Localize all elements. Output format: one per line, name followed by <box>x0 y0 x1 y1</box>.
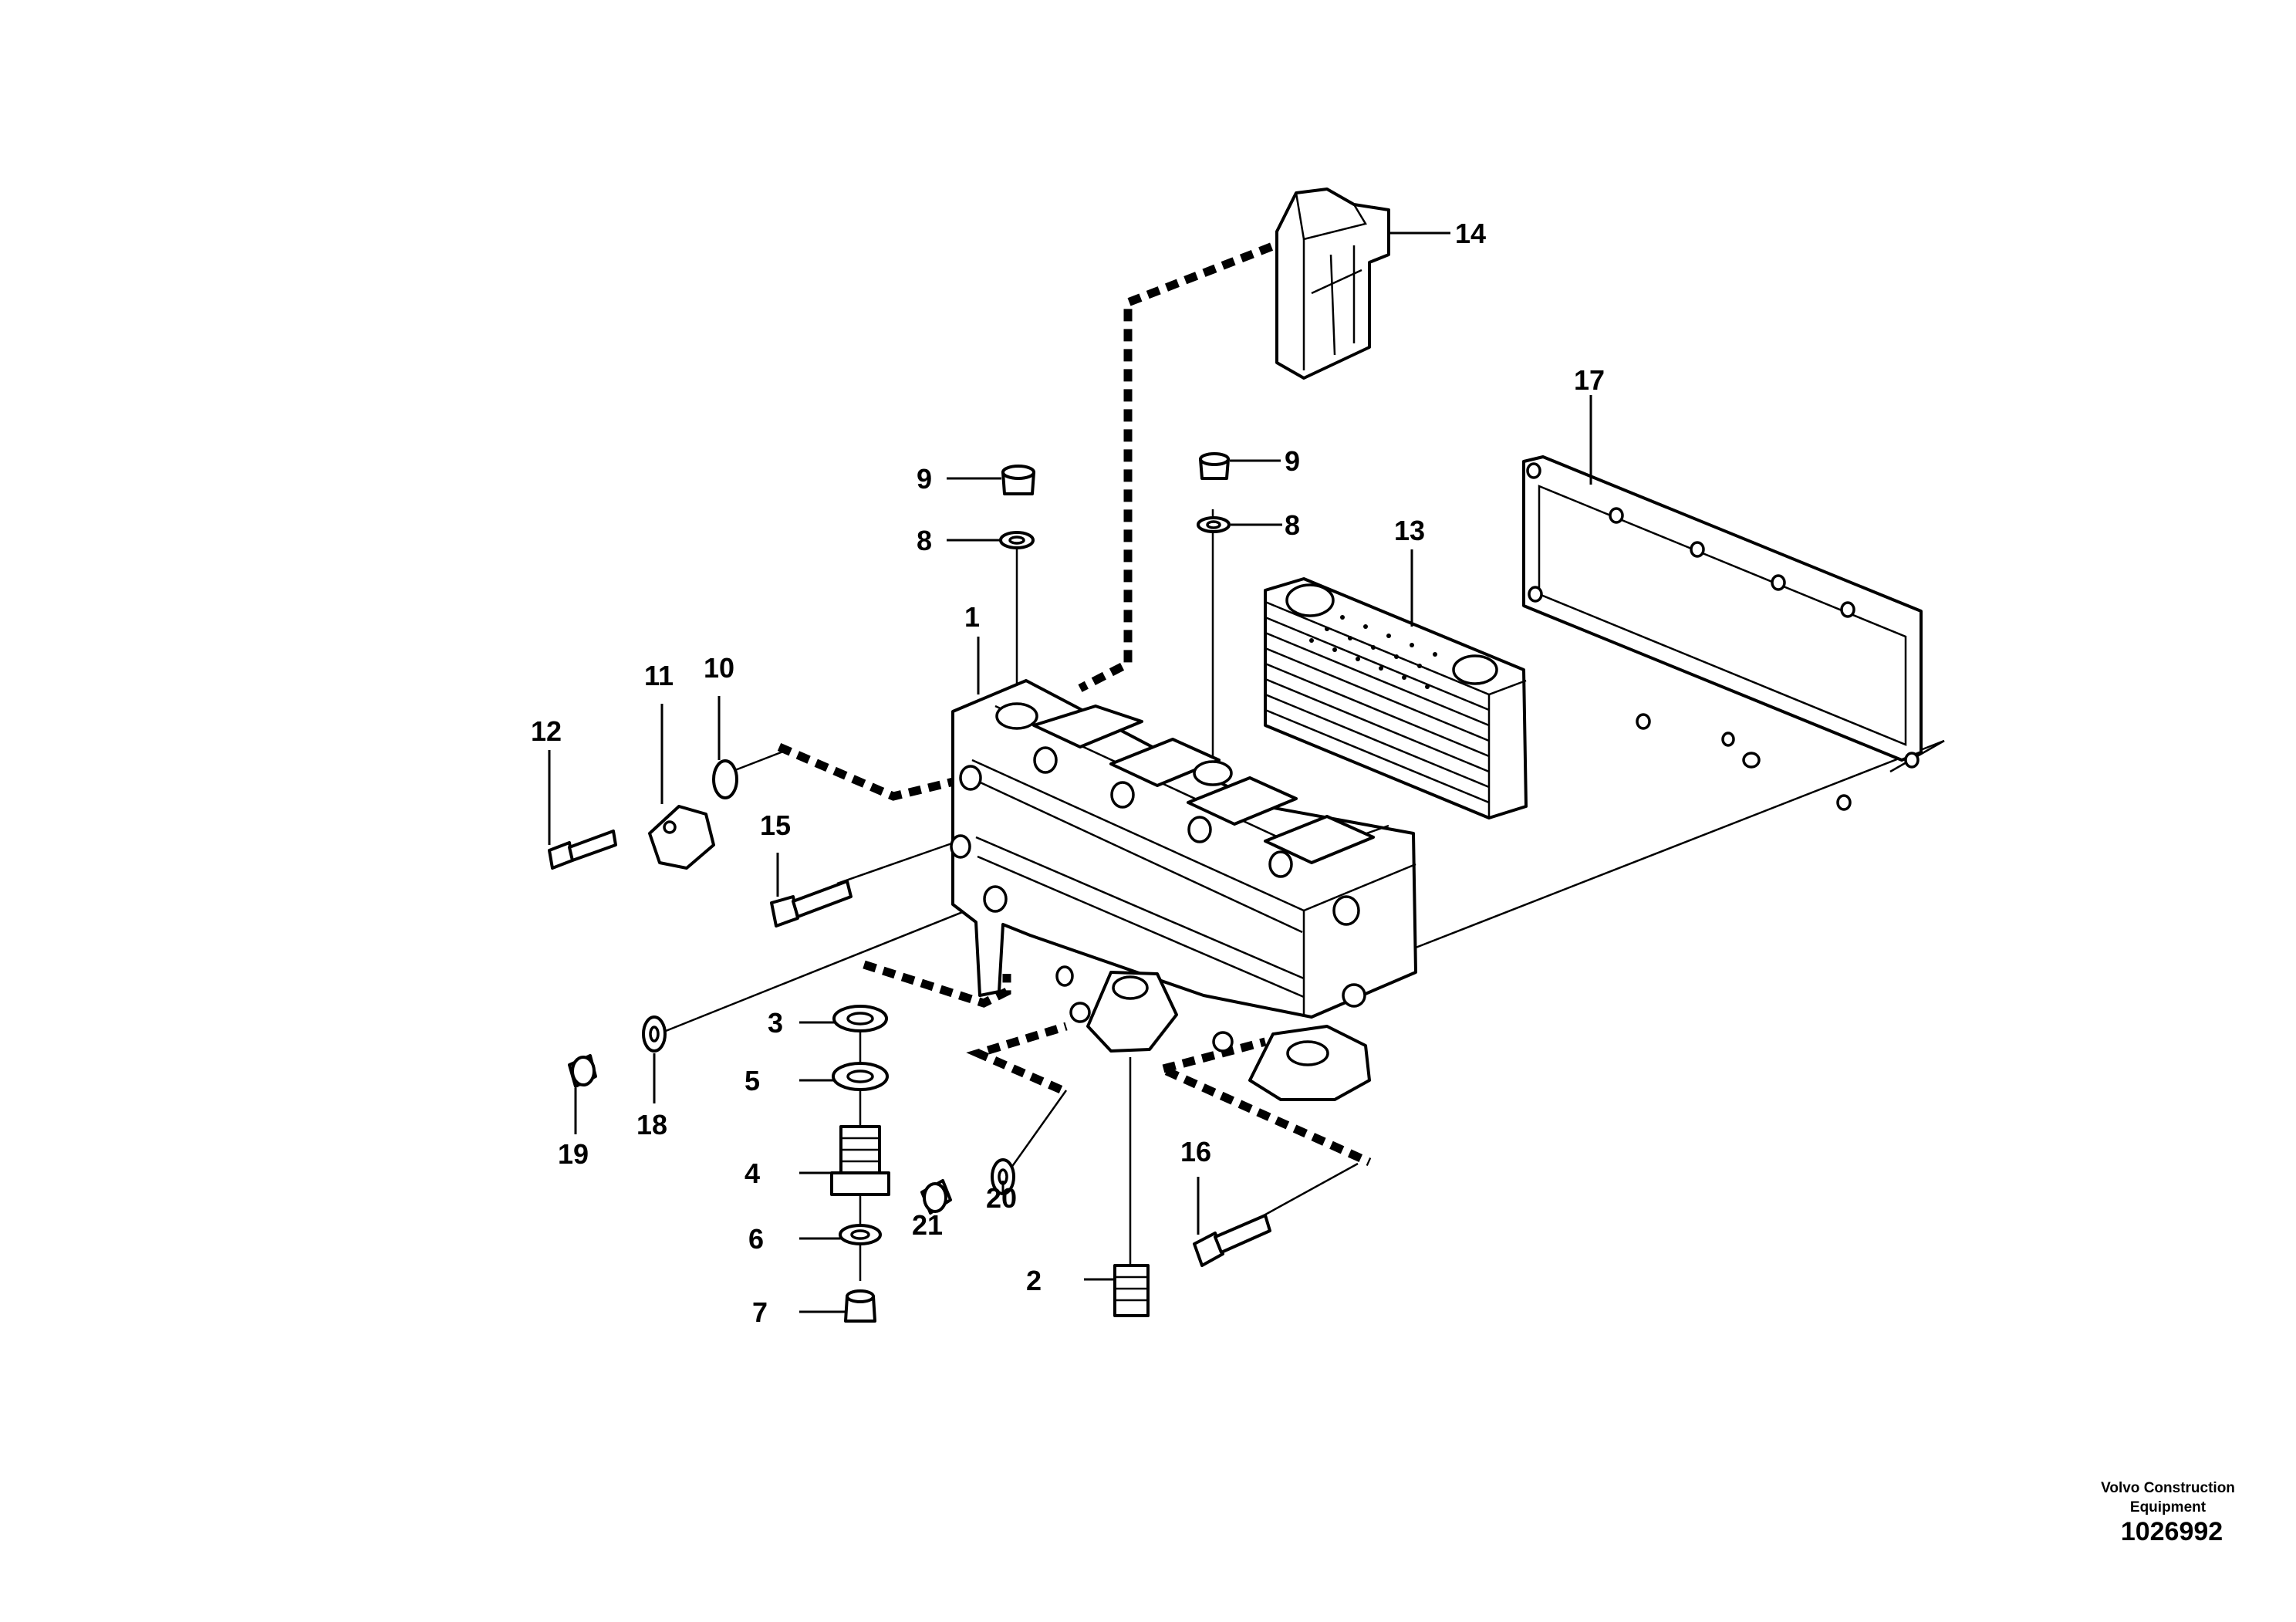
stud-2 <box>1113 1264 1150 1317</box>
washer-8-right <box>1197 516 1231 533</box>
callout-7: 7 <box>752 1296 768 1328</box>
callout-8-left: 8 <box>917 525 932 556</box>
screw-15 <box>770 880 853 928</box>
publisher-credit: Volvo Construction Equipment <box>2052 1478 2284 1517</box>
gasket <box>1522 455 1923 811</box>
oil-cooler-core <box>1264 577 1528 819</box>
callout-6: 6 <box>748 1223 764 1255</box>
o-ring-10 <box>712 759 738 799</box>
publisher-line-2: Equipment <box>2129 1499 2207 1516</box>
valve-4 <box>830 1125 890 1196</box>
plug-21 <box>920 1179 952 1215</box>
washer-3 <box>832 1005 888 1032</box>
callout-12: 12 <box>531 715 562 747</box>
callout-9-right: 9 <box>1285 445 1300 477</box>
callout-10: 10 <box>704 652 734 684</box>
assembly-axis-lines <box>653 509 1945 1281</box>
callout-19: 19 <box>558 1138 589 1170</box>
bracket-clip <box>1275 188 1390 380</box>
callout-4: 4 <box>745 1157 760 1189</box>
callout-9-left: 9 <box>917 463 932 495</box>
screw-16 <box>1193 1214 1271 1267</box>
callout-11: 11 <box>644 660 674 691</box>
screw-12 <box>548 830 617 870</box>
washer-6 <box>839 1224 882 1245</box>
assembly-guide-lines <box>777 213 1372 1167</box>
callout-21: 21 <box>912 1209 943 1241</box>
callout-3: 3 <box>768 1007 783 1039</box>
callout-numbers: 1 2 3 4 5 6 7 8 8 9 9 10 11 12 13 14 15 … <box>531 218 1605 1328</box>
washer-5 <box>832 1062 889 1091</box>
callout-16: 16 <box>1180 1136 1211 1168</box>
oil-cooler-housing <box>950 679 1417 1101</box>
illustration-code: 1026992 <box>2120 1517 2223 1546</box>
callout-1: 1 <box>964 601 980 633</box>
core-perforations <box>1309 615 1437 689</box>
callout-8-right: 8 <box>1285 509 1300 541</box>
callout-2: 2 <box>1026 1265 1042 1296</box>
callout-20: 20 <box>986 1182 1017 1214</box>
plug-9-right <box>1199 452 1230 480</box>
washer-8-left <box>999 531 1035 549</box>
callout-18: 18 <box>636 1109 667 1140</box>
callout-13: 13 <box>1394 515 1425 546</box>
plug-9-left <box>1001 465 1035 495</box>
plug-7 <box>844 1289 876 1323</box>
publisher-line-1: Volvo Construction <box>2101 1480 2235 1496</box>
callout-5: 5 <box>745 1065 760 1097</box>
cover-plate-11 <box>648 805 715 870</box>
washer-18 <box>642 1015 667 1053</box>
callout-15: 15 <box>760 809 791 841</box>
callout-17: 17 <box>1574 364 1605 396</box>
plug-19 <box>568 1054 597 1088</box>
callout-leaders <box>548 231 1592 1313</box>
callout-14: 14 <box>1455 218 1486 249</box>
